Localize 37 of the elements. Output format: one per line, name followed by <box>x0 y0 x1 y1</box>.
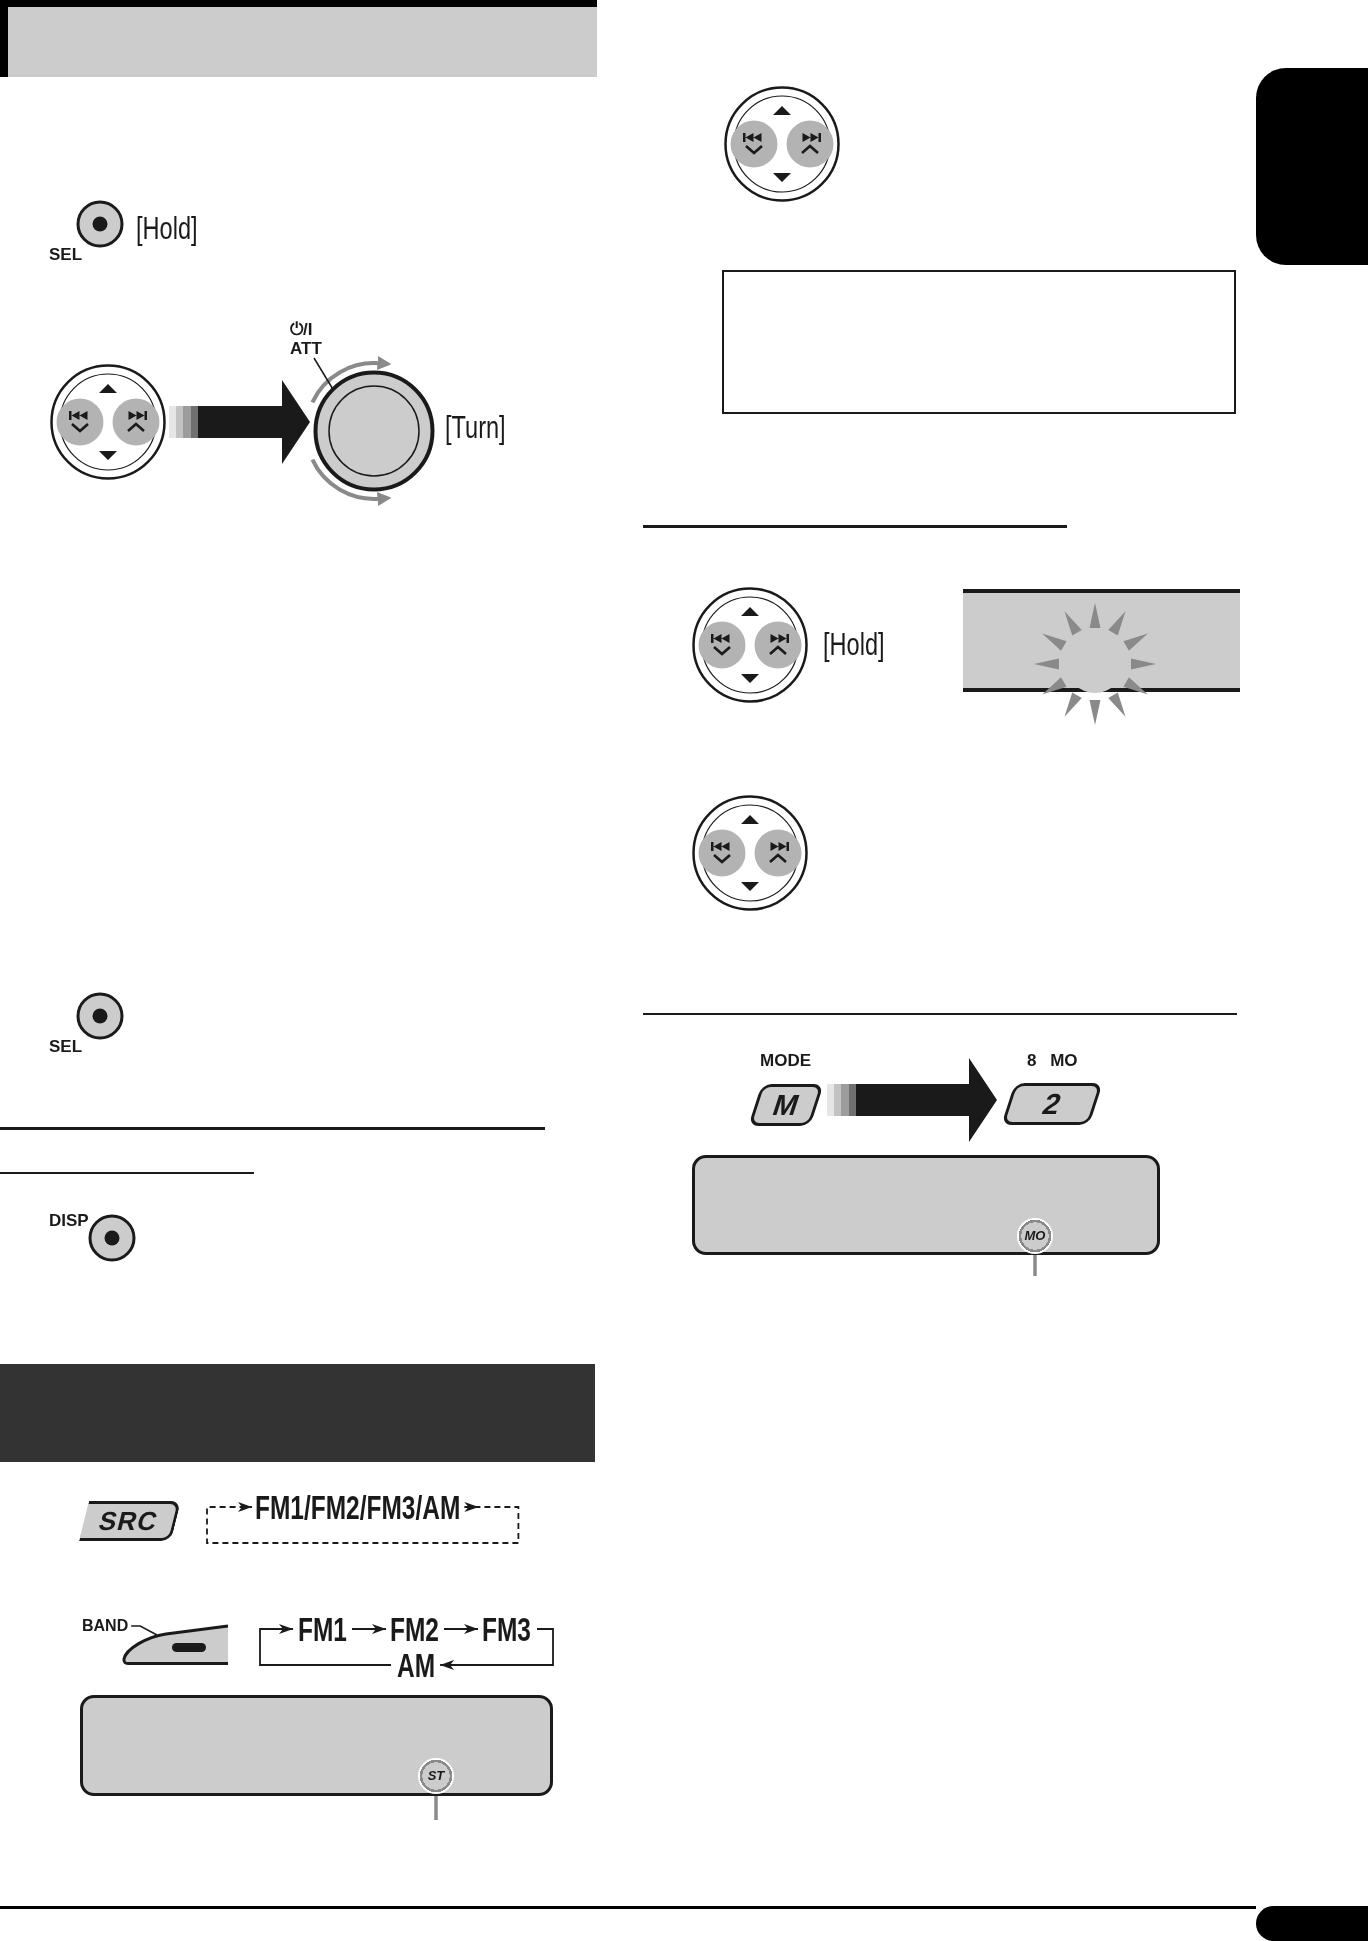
arrow <box>439 1628 554 1670</box>
control-pad-icon <box>50 364 166 480</box>
leader-line <box>130 1625 158 1636</box>
key-caption: 8 MO <box>1027 1052 1078 1069</box>
lcd-display <box>692 1155 1160 1255</box>
note-frame <box>722 270 1236 414</box>
band-label: FM2 <box>390 1612 439 1646</box>
display-indicator: MO <box>1017 1218 1053 1254</box>
leader-line <box>434 1794 438 1820</box>
arrow <box>351 1624 387 1634</box>
action-label: [Hold] <box>136 213 198 244</box>
source-key: SRC <box>79 1501 181 1541</box>
button-label: SEL <box>49 1038 83 1055</box>
action-label: [Hold] <box>823 629 885 660</box>
lcd-display <box>80 1695 553 1796</box>
preset-key: 2 <box>1001 1083 1103 1125</box>
display-indicator: ST <box>418 1758 454 1794</box>
side-tab <box>1256 68 1368 265</box>
leader-line <box>1033 1254 1037 1276</box>
band-label: AM <box>397 1648 436 1682</box>
band-label: FM1 <box>298 1612 347 1646</box>
arrow <box>206 1502 520 1544</box>
band-label: FM3 <box>482 1612 531 1646</box>
button-label: BAND <box>82 1618 129 1634</box>
control-pad-icon <box>692 795 808 911</box>
control-pad-icon <box>724 86 840 202</box>
block-arrow <box>827 1058 997 1142</box>
block-arrow <box>169 380 310 464</box>
action-label: [Turn] <box>445 412 506 443</box>
mode-key: M <box>748 1084 824 1126</box>
key-caption: MODE <box>760 1052 811 1069</box>
button-label: ⏻/I ATT <box>290 320 334 358</box>
band-sequence-label: FM1/FM2/FM3/AM <box>255 1490 461 1524</box>
arrow <box>259 1624 392 1666</box>
button-label: DISP <box>49 1212 89 1229</box>
button-label: SEL <box>49 246 83 263</box>
arrow <box>443 1624 479 1634</box>
